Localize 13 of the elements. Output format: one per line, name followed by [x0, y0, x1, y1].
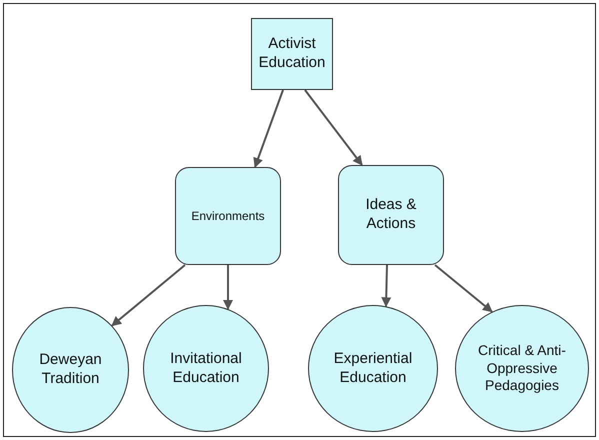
arrow	[253, 90, 284, 168]
concept-box: Environments	[175, 167, 281, 265]
concept-ellipse: Deweyan Tradition	[12, 307, 129, 433]
arrow	[223, 265, 233, 310]
concept-ellipse: Invitational Education	[143, 305, 269, 432]
concept-box: Ideas & Actions	[338, 165, 444, 265]
arrow	[434, 264, 493, 312]
concept-ellipse: Experiential Education	[308, 305, 438, 432]
arrow	[111, 264, 186, 326]
arrow	[381, 264, 392, 308]
arrow	[304, 89, 363, 166]
concept-box: Activist Education	[251, 18, 333, 90]
concept-ellipse: Critical & Anti-Oppressive Pedagogies	[455, 305, 589, 432]
